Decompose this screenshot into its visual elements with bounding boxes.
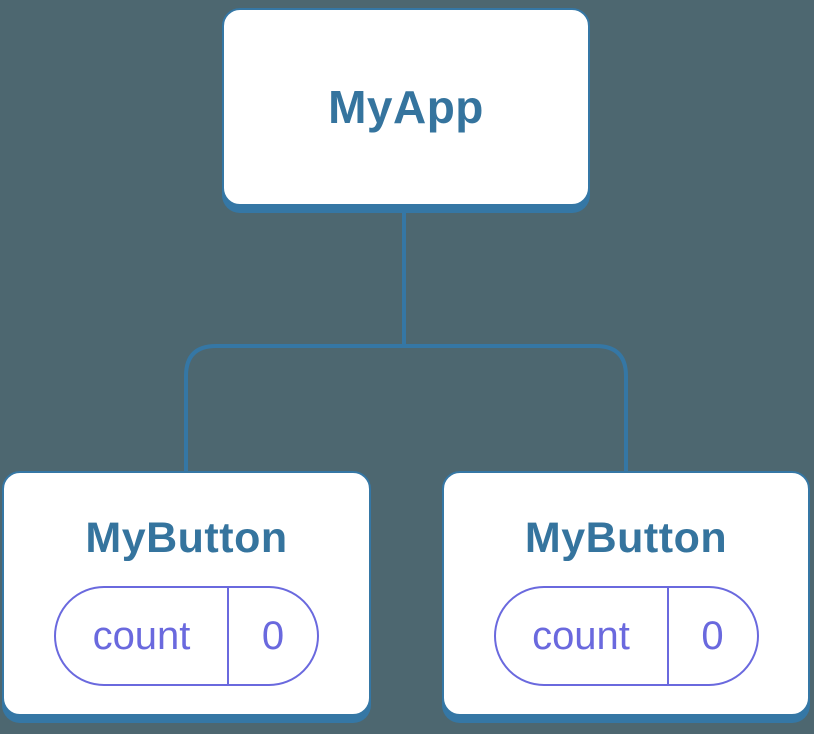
state-value-2: 0 bbox=[701, 614, 724, 658]
state-pill-1: count 0 bbox=[54, 586, 319, 686]
state-pill-2: count 0 bbox=[493, 586, 759, 686]
state-name-cell-2: count bbox=[496, 588, 669, 684]
state-value-cell-2: 0 bbox=[669, 588, 757, 684]
component-node-mybutton-1: MyButton count 0 bbox=[2, 471, 371, 716]
component-node-myapp: MyApp bbox=[222, 8, 590, 206]
node-title-mybutton-2: MyButton bbox=[524, 514, 728, 562]
state-label-2: count bbox=[532, 614, 630, 658]
state-label-1: count bbox=[92, 614, 191, 658]
state-value-cell-1: 0 bbox=[229, 588, 317, 684]
state-name-cell-1: count bbox=[56, 588, 229, 684]
state-value-1: 0 bbox=[261, 614, 285, 658]
node-title-myapp: MyApp bbox=[328, 81, 484, 133]
node-title-mybutton-1: MyButton bbox=[85, 514, 288, 562]
connector-branch-bracket bbox=[184, 344, 628, 472]
component-node-mybutton-2: MyButton count 0 bbox=[442, 471, 810, 716]
